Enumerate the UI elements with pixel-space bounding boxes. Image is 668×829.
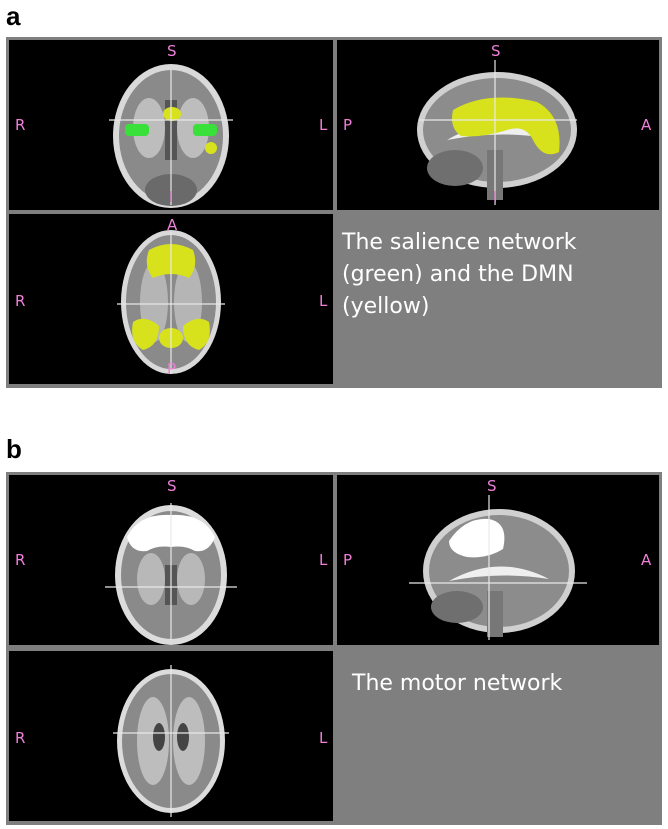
motor-region-medial xyxy=(449,518,505,558)
panel-a-coronal-brain xyxy=(109,64,233,208)
orientation-label-superior: S xyxy=(487,477,497,495)
panel-a-caption: The salience network (green) and the DMN… xyxy=(342,230,577,319)
salience-region-right xyxy=(125,124,149,136)
orientation-label-superior: S xyxy=(167,477,177,495)
panel-a-sagittal-view: S I P A xyxy=(337,40,659,210)
orientation-label-posterior: P xyxy=(167,360,177,378)
panel-b-label: b xyxy=(6,434,22,464)
panel-b-sagittal-brain xyxy=(409,495,587,640)
panel-b-sagittal-view: S P A xyxy=(337,475,659,645)
panel-a-axial-view: A P R L xyxy=(9,214,333,384)
salience-region-left xyxy=(193,124,217,136)
panel-a-sagittal-brain xyxy=(417,60,577,205)
panel-a-axial-brain xyxy=(117,230,225,374)
orientation-label-posterior: P xyxy=(343,551,353,569)
orientation-label-right: R xyxy=(15,292,26,310)
orientation-label-superior: S xyxy=(167,42,177,60)
panel-b-axial-brain xyxy=(113,665,229,817)
orientation-label-right: R xyxy=(15,551,26,569)
dmn-region xyxy=(163,107,181,121)
orientation-label-right: R xyxy=(15,116,26,134)
orientation-label-left: L xyxy=(319,551,328,569)
orientation-label-superior: S xyxy=(491,42,501,60)
dmn-region-medial xyxy=(452,97,560,155)
panel-a: S I R L S I P A xyxy=(6,37,662,388)
orientation-label-inferior: I xyxy=(169,188,174,206)
panel-b-coronal-brain xyxy=(105,503,237,645)
orientation-label-posterior: P xyxy=(343,116,353,134)
panel-b: S R L S P A R L The xyxy=(6,472,662,825)
orientation-label-anterior: A xyxy=(641,551,652,569)
orientation-label-left: L xyxy=(319,292,328,310)
orientation-label-inferior: I xyxy=(493,188,498,206)
orientation-label-anterior: A xyxy=(641,116,652,134)
orientation-label-left: L xyxy=(319,116,328,134)
orientation-label-anterior: A xyxy=(167,216,178,234)
panel-b-coronal-view: S R L xyxy=(9,475,333,645)
panel-b-caption: The motor network xyxy=(352,671,563,696)
panel-a-coronal-view: S I R L xyxy=(9,40,333,210)
panel-b-axial-view: R L xyxy=(9,651,333,821)
panel-a-label: a xyxy=(6,1,21,31)
orientation-label-right: R xyxy=(15,729,26,747)
orientation-label-left: L xyxy=(319,729,328,747)
